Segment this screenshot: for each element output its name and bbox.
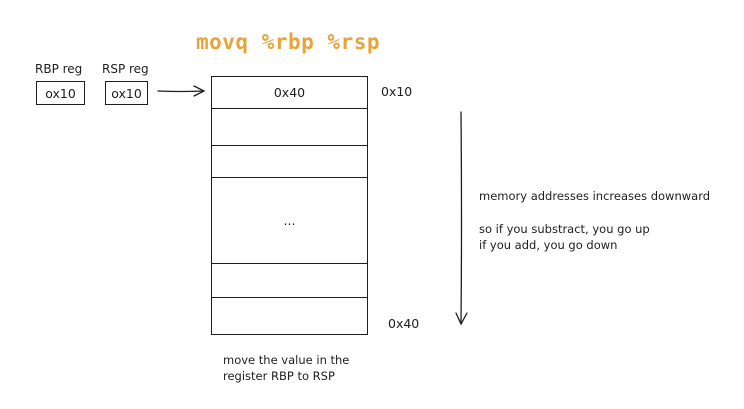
rbp-register-value: ox10 bbox=[45, 85, 76, 101]
stack-cell bbox=[212, 109, 367, 146]
address-top: 0x10 bbox=[381, 84, 413, 99]
downward-arrow bbox=[455, 111, 468, 326]
stack-cell-top-value: 0x40 bbox=[273, 85, 306, 100]
rsp-pointer-arrow bbox=[157, 85, 206, 97]
rsp-register-value: ox10 bbox=[111, 85, 142, 101]
address-bottom: 0x40 bbox=[388, 316, 420, 331]
caption-line-1: move the value in the bbox=[223, 353, 350, 367]
rsp-register-box: ox10 bbox=[105, 81, 148, 105]
subtract-note: so if you substract, you go up bbox=[479, 222, 650, 236]
stack-cell-top: 0x40 bbox=[212, 77, 367, 109]
direction-note: memory addresses increases downward bbox=[479, 189, 711, 203]
stack-cell-ellipsis: ... bbox=[212, 178, 367, 264]
stack-cell bbox=[212, 264, 367, 298]
caption-line-2: register RBP to RSP bbox=[223, 369, 335, 383]
rbp-register-box: ox10 bbox=[36, 81, 85, 105]
rbp-register-label: RBP reg bbox=[35, 62, 83, 76]
stack-memory: 0x40 ... bbox=[211, 76, 368, 335]
stack-cell bbox=[212, 146, 367, 178]
rsp-register-label: RSP reg bbox=[102, 62, 149, 76]
stack-ellipsis: ... bbox=[283, 213, 296, 228]
instruction-title: movq %rbp %rsp bbox=[196, 30, 381, 54]
add-note: if you add, you go down bbox=[479, 238, 618, 252]
